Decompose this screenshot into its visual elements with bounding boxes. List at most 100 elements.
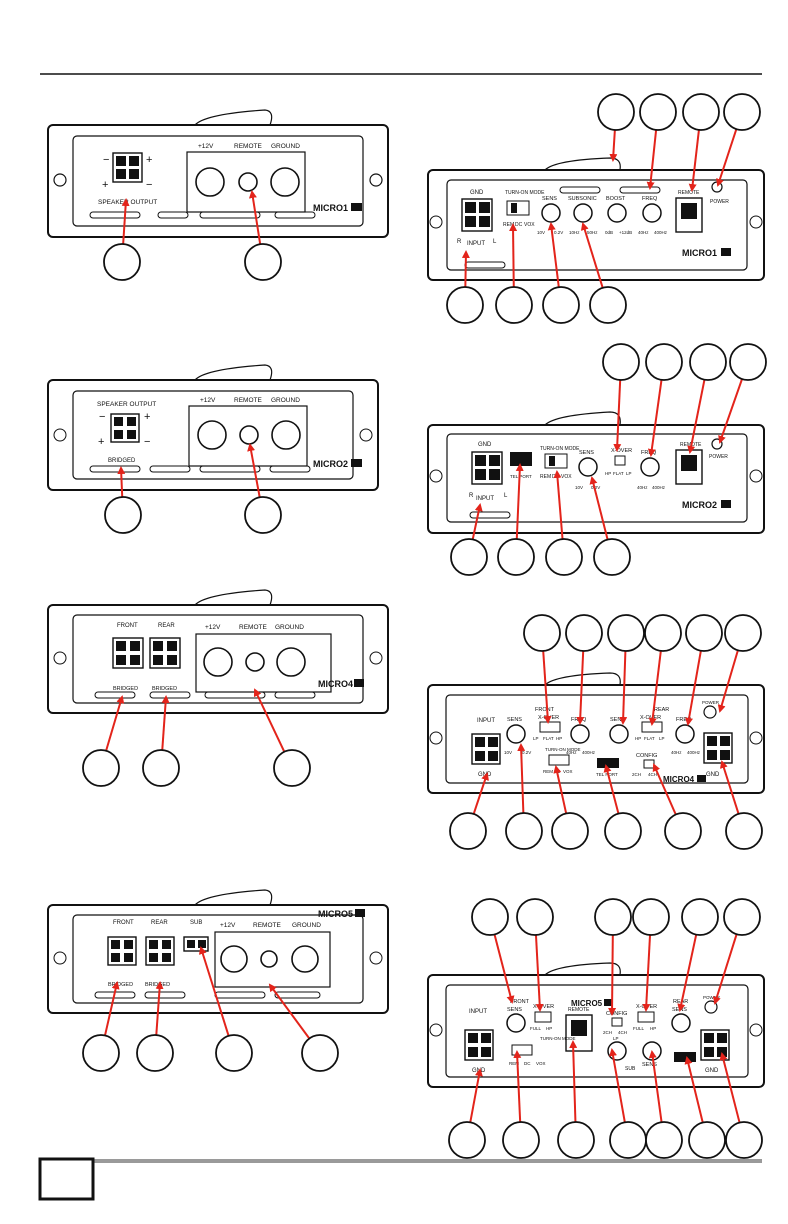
micro5-dc-label: DC bbox=[524, 1061, 531, 1066]
micro4-xover-rear-label: X-OVER bbox=[640, 715, 661, 721]
callout-circle bbox=[607, 614, 645, 652]
callout-circle bbox=[632, 898, 670, 936]
callout-circle bbox=[723, 898, 761, 936]
callout-circle bbox=[604, 812, 642, 850]
callout-circle bbox=[449, 812, 487, 850]
callout-layer bbox=[82, 93, 767, 1159]
callout-circle bbox=[471, 898, 509, 936]
micro4-02v-label: 0.2V bbox=[522, 750, 531, 755]
micro4-sens-rear-label: SENS bbox=[610, 717, 625, 723]
micro5-sens-sub-label: SENS bbox=[642, 1062, 657, 1068]
micro2-xover-label: X-OVER bbox=[611, 448, 632, 454]
micro4-hp-rear-label: HP bbox=[635, 736, 641, 741]
leader-arrow bbox=[642, 934, 652, 1012]
leader-arrow bbox=[648, 650, 662, 726]
micro2-turnon-label: TURN-ON MODE bbox=[540, 446, 580, 452]
leader-arrow bbox=[121, 198, 130, 245]
leader-arrow bbox=[513, 1050, 522, 1123]
micro2-front-model-name: MICRO2 bbox=[682, 500, 717, 510]
micro2-speaker-output-label: SPEAKER OUTPUT bbox=[97, 401, 156, 408]
micro5-front-label: FRONT bbox=[113, 920, 134, 926]
micro2-02v-label: 0.2V bbox=[591, 485, 600, 490]
micro4-freq-front-label: FREQ bbox=[571, 717, 587, 723]
leader-arrow bbox=[553, 470, 564, 540]
micro2-10v-label: 10V bbox=[575, 485, 583, 490]
micro2-400hz-label: 400Hz bbox=[652, 485, 666, 490]
micro4-front-section-label: FRONT bbox=[535, 707, 555, 713]
micro4-rear-section-label: REAR bbox=[654, 707, 669, 713]
leader-arrow bbox=[719, 1052, 741, 1123]
callout-circle bbox=[565, 614, 603, 652]
callout-circle bbox=[244, 496, 282, 534]
leader-arrow bbox=[268, 983, 311, 1040]
micro4-control-panel: INPUT GND FRONT SENS 10V 0.2V X-OVER LP … bbox=[427, 672, 765, 794]
micro1-control-panel: GND INPUT R L TURN-ON MODE REM DC VOX SE… bbox=[427, 157, 765, 281]
micro4-40hz-rear-label: 40Hz bbox=[671, 750, 682, 755]
micro5-turnon-label: TURN-ON MODE bbox=[540, 1036, 576, 1041]
micro4-front-label: FRONT bbox=[117, 623, 138, 629]
callout-circle bbox=[688, 1121, 726, 1159]
micro4-400hz-rear-label: 400Hz bbox=[687, 750, 701, 755]
micro5-ground-label: GROUND bbox=[292, 922, 321, 929]
micro1-50hz-label: 50Hz bbox=[587, 230, 598, 235]
callout-circle bbox=[497, 538, 535, 576]
micro4-12v-label: +12V bbox=[205, 624, 221, 631]
leader-arrow bbox=[547, 222, 560, 288]
micro2-speaker-panel: SPEAKER OUTPUT −+ +− BRIDGED +12V REMOTE… bbox=[47, 364, 379, 491]
micro4-bridged-front-label: BRIDGED bbox=[113, 686, 138, 692]
micro1-turnon-label: TURN-ON MODE bbox=[505, 190, 545, 196]
micro1-remote-port-label: REMOTE bbox=[678, 190, 700, 196]
micro5-3ch-label: 4CH bbox=[618, 1030, 627, 1035]
micro4-ground-label: GROUND bbox=[275, 624, 304, 631]
leader-arrow bbox=[569, 1040, 578, 1123]
micro5-bridged-front-label: BRIDGED bbox=[108, 982, 133, 988]
callout-circle bbox=[542, 286, 580, 324]
leader-arrow bbox=[688, 129, 700, 192]
micro2-lp-label: LP bbox=[626, 471, 632, 476]
micro1-remote-label: REMOTE bbox=[234, 143, 262, 150]
micro5-sens-front-label: SENS bbox=[507, 1007, 522, 1013]
leader-arrow bbox=[104, 981, 120, 1036]
callout-circle bbox=[664, 812, 702, 850]
leader-arrow bbox=[248, 190, 262, 245]
svg-text:+: + bbox=[146, 154, 152, 166]
micro1-sens-label: SENS bbox=[542, 196, 557, 202]
micro4-400hz-front-label: 400Hz bbox=[582, 750, 596, 755]
footer-bar bbox=[92, 1159, 762, 1163]
leader-arrow bbox=[647, 379, 663, 457]
micro4-config-label: CONFIG bbox=[636, 753, 657, 759]
leader-arrow bbox=[576, 650, 585, 725]
micro5-control-panel: INPUT GND FRONT SENS X-OVER FULL HP TURN… bbox=[427, 962, 765, 1088]
micro1-12db-label: +12dB bbox=[619, 230, 632, 235]
micro4-front-model-name: MICRO4 bbox=[663, 775, 695, 784]
leader-arrow bbox=[461, 250, 470, 288]
micro5-rear-section-label: REAR bbox=[673, 999, 688, 1005]
leader-arrow bbox=[677, 934, 698, 1012]
leader-arrow bbox=[646, 129, 658, 190]
svg-text:+: + bbox=[144, 411, 150, 423]
leader-arrow bbox=[717, 649, 739, 713]
micro4-input-label: INPUT bbox=[477, 718, 495, 724]
micro2-12v-label: +12V bbox=[200, 397, 216, 404]
callout-circle bbox=[273, 749, 311, 787]
arrow-layer bbox=[104, 128, 743, 1123]
leader-arrow bbox=[471, 503, 483, 540]
micro2-rem-label: REM bbox=[540, 474, 551, 480]
micro4-vox-label: VOX bbox=[563, 769, 573, 774]
leader-arrow bbox=[619, 650, 628, 725]
callout-circle bbox=[450, 538, 488, 576]
micro1-02v-label: 0.2V bbox=[554, 230, 563, 235]
micro2-power-label: POWER bbox=[709, 454, 728, 460]
callout-circle bbox=[142, 749, 180, 787]
micro5-full-rear-label: FULL bbox=[633, 1026, 645, 1031]
micro2-l-label: L bbox=[504, 493, 508, 499]
svg-text:−: − bbox=[103, 154, 109, 166]
leader-arrow bbox=[609, 129, 618, 162]
callout-circle bbox=[724, 614, 762, 652]
micro1-front-model-name: MICRO1 bbox=[682, 248, 717, 258]
micro5-sub-section-label: SUB bbox=[625, 1066, 636, 1072]
leader-arrow bbox=[161, 695, 170, 751]
callout-circle bbox=[244, 243, 282, 281]
leader-arrow bbox=[603, 764, 620, 814]
